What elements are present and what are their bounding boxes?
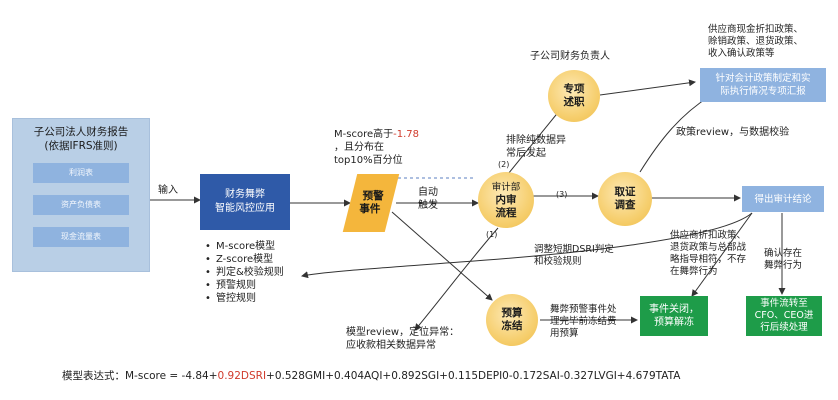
fraud-alert-line2: 理完毕前冻结费 <box>550 316 617 327</box>
evidence-investigation-circle: 取证 调查 <box>598 172 652 226</box>
model-review-line1: 模型review，定位异常： <box>346 327 460 338</box>
fraud-alert-line1: 舞弊预警事件处 <box>550 304 617 315</box>
model-review-line2: 应收款相关数据异常 <box>346 340 436 351</box>
subsidiary-cfo-label: 子公司财务负责人 <box>530 51 610 62</box>
report-box-line2: 际执行情况专项汇报 <box>720 86 806 97</box>
model-item: Z-score模型 <box>205 253 284 266</box>
mscore-note-line3: top10%百分位 <box>334 155 403 166</box>
policy-review-label: 政策review，与数据校验 <box>676 127 790 138</box>
freeze-circle-line1: 预算 <box>501 307 523 319</box>
supplier-compliant-note: 供应商折扣政策、 退货政策与总部战 略指导相符，不存 在舞弊行为 <box>670 230 746 278</box>
audit-process-circle: 审计部 内审 流程 <box>478 172 534 228</box>
model-item: 预警规则 <box>205 279 284 292</box>
escalate-to-cfo-ceo-box: 事件流转至 CFO、CEO进 行后续处理 <box>746 296 822 336</box>
mscore-note-line2: ，且分布在 <box>334 142 384 153</box>
exclude-note-line2: 常后发起 <box>506 148 546 159</box>
supplier-top-line3: 收入确认政策等 <box>708 48 775 59</box>
model-item: 管控规则 <box>205 292 284 305</box>
input-label: 输入 <box>158 185 178 196</box>
escalate-line2: CFO、CEO进 <box>754 310 814 321</box>
audit-circle-line2: 内审 <box>495 193 517 206</box>
step-label-2: (2) <box>498 160 510 169</box>
exclude-data-note: 排除纯数据异 常后发起 <box>506 134 566 160</box>
auto-trigger-line2: 触发 <box>418 200 438 211</box>
budget-freeze-circle: 预算 冻结 <box>486 294 538 346</box>
supplier-policy-note: 供应商现金折扣政策、 赊销政策、退货政策、 收入确认政策等 <box>708 24 803 60</box>
mscore-threshold-value: -1.78 <box>393 129 419 140</box>
source-panel-subtitle: (依据IFRS准则) <box>44 140 118 152</box>
audit-conclusion-box: 得出审计结论 <box>742 186 824 212</box>
report-box-line1: 针对会计政策制定和实 <box>715 73 811 84</box>
special-report-box: 针对会计政策制定和实 际执行情况专项汇报 <box>700 68 826 102</box>
freeze-circle-line2: 冻结 <box>501 320 523 332</box>
fraud-risk-app-box: 财务舞弊 智能风控应用 <box>200 174 290 230</box>
fraud-alert-freeze-note: 舞弊预警事件处 理完毕前冻结费 用预算 <box>550 304 617 340</box>
source-report-panel: 子公司法人财务报告 (依据IFRS准则) 利润表 资产负债表 现金流量表 <box>12 118 150 272</box>
fraud-exists-line2: 舞弊行为 <box>764 260 803 271</box>
model-item: M-score模型 <box>205 240 284 253</box>
mscore-note-prefix: M-score高于 <box>334 129 394 140</box>
escalate-line3: 行后续处理 <box>760 322 808 333</box>
balance-sheet-item: 资产负债表 <box>33 195 129 215</box>
source-panel-title: 子公司法人财务报告 <box>33 126 129 138</box>
fraud-confirmed-note: 确认存在 舞弊行为 <box>764 248 802 272</box>
mscore-formula: 模型表达式：M-score = -4.84+0.92DSRI+0.528GMI+… <box>62 368 680 383</box>
escalate-line1: 事件流转至 <box>760 298 808 309</box>
special-report-circle: 专项 述职 <box>548 70 600 122</box>
supplier-mid-line1: 供应商折扣政策、 <box>670 230 747 241</box>
alert-box-line2: 事件 <box>358 203 380 215</box>
supplier-top-line1: 供应商现金折扣政策、 <box>708 24 804 35</box>
formula-dsri-term: 0.92DSRI <box>217 370 267 382</box>
auto-trigger-line1: 自动 <box>418 187 438 198</box>
auto-trigger-label: 自动 触发 <box>418 186 438 212</box>
step-label-3: (3) <box>556 190 568 199</box>
supplier-mid-line2: 退货政策与总部战 <box>670 242 747 253</box>
supplier-top-line2: 赊销政策、退货政策、 <box>708 36 804 47</box>
alert-box-line1: 预警 <box>362 190 384 202</box>
fraud-alert-line3: 用预算 <box>550 328 579 339</box>
formula-prefix: M-score = -4.84+ <box>125 370 218 382</box>
special-circle-line1: 专项 <box>563 83 585 95</box>
event-closed-line2: 预算解冻 <box>654 317 694 328</box>
evidence-circle-line2: 调查 <box>614 199 636 211</box>
step-label-1: (1) <box>486 230 498 239</box>
dsri-adjust-note: 调整短期DSRI判定 和校验规则 <box>534 244 614 268</box>
special-circle-line2: 述职 <box>563 96 585 108</box>
audit-circle-line3: 流程 <box>495 206 517 219</box>
event-closed-line1: 事件关闭， <box>649 304 699 315</box>
fraud-exists-line1: 确认存在 <box>764 248 803 259</box>
formula-rest: +0.528GMI+0.404AQI+0.892SGI+0.115DEPI0-0… <box>266 370 681 382</box>
evidence-circle-line1: 取证 <box>614 186 636 198</box>
dsri-adjust-line2: 和校验规则 <box>534 256 582 267</box>
cash-flow-item: 现金流量表 <box>33 227 129 247</box>
model-review-note: 模型review，定位异常： 应收款相关数据异常 <box>346 326 459 352</box>
exclude-note-line1: 排除纯数据异 <box>506 135 566 146</box>
model-item: 判定&校验规则 <box>205 266 284 279</box>
formula-label: 模型表达式： <box>62 370 125 382</box>
supplier-mid-line3: 略指导相符，不存 <box>670 254 747 265</box>
income-statement-item: 利润表 <box>33 163 129 183</box>
supplier-mid-line4: 在舞弊行为 <box>670 266 718 277</box>
app-box-line1: 财务舞弊 <box>225 189 265 200</box>
mscore-threshold-note: M-score高于-1.78 ，且分布在 top10%百分位 <box>334 128 419 167</box>
dsri-adjust-line1: 调整短期DSRI判定 <box>534 244 614 255</box>
app-box-line2: 智能风控应用 <box>215 203 275 214</box>
event-closed-box: 事件关闭， 预算解冻 <box>640 296 708 336</box>
audit-circle-line1: 审计部 <box>491 181 521 193</box>
models-list: M-score模型 Z-score模型 判定&校验规则 预警规则 管控规则 <box>204 240 284 305</box>
